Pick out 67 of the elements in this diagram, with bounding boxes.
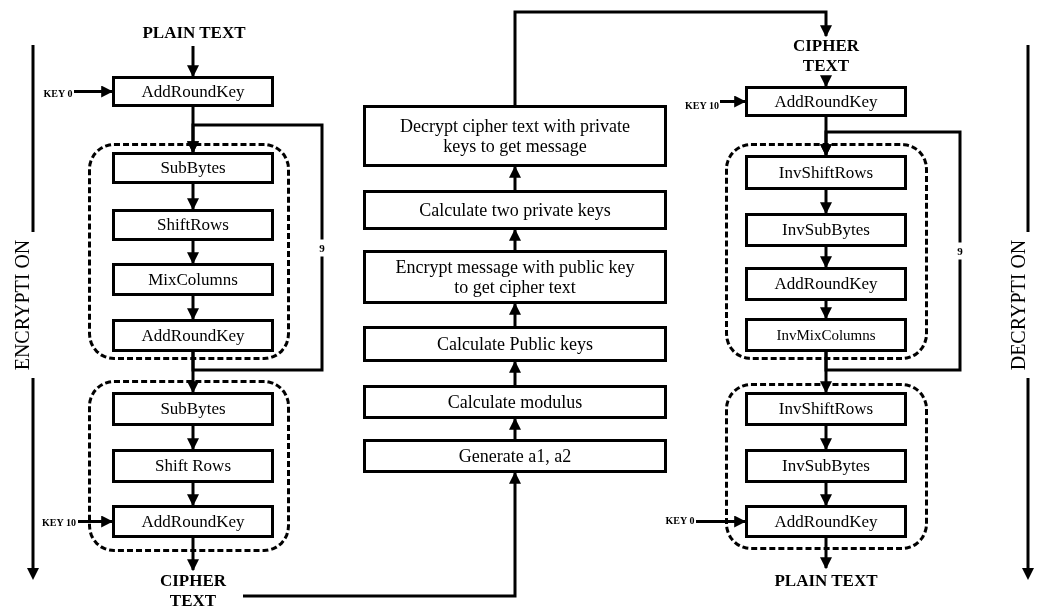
arrow: [820, 538, 832, 570]
arrow: [509, 417, 521, 439]
arrow: [187, 46, 199, 78]
round-group: [725, 143, 928, 360]
process-box: SubBytes: [112, 392, 274, 426]
process-box: Calculate Public keys: [363, 326, 667, 362]
process-box: Calculate modulus: [363, 385, 667, 419]
process-box: Decrypt cipher text with private keys to get message: [363, 105, 667, 167]
arrow: [820, 483, 832, 507]
edge-label: 9: [318, 239, 326, 256]
process-box: Calculate two private keys: [363, 190, 667, 230]
process-box: ShiftRows: [112, 209, 274, 241]
process-box: AddRoundKey: [112, 505, 274, 538]
process-box: InvMixColumns: [745, 318, 907, 352]
process-box: InvSubBytes: [745, 449, 907, 483]
process-box: AddRoundKey: [745, 267, 907, 301]
arrow: [187, 241, 199, 265]
arrow: [74, 85, 114, 98]
process-box: AddRoundKey: [112, 319, 274, 352]
arrow: [509, 228, 521, 250]
process-box: InvShiftRows: [745, 392, 907, 426]
process-box: SubBytes: [112, 152, 274, 184]
arrow: [820, 301, 832, 320]
arrow: [820, 426, 832, 451]
arrow: [187, 352, 199, 394]
arrow: [820, 247, 832, 269]
terminal-label: CIPHER TEXT: [776, 36, 876, 76]
terminal-label: PLAIN TEXT: [745, 568, 907, 594]
key-label: KEY 0: [42, 80, 74, 108]
arrow: [509, 360, 521, 385]
process-box: MixColumns: [112, 263, 274, 296]
arrow: [509, 165, 521, 190]
process-box: AddRoundKey: [745, 505, 907, 538]
arrow: [187, 483, 199, 507]
arrow: [187, 184, 199, 211]
arrow: [78, 515, 114, 528]
process-box: Encrypt message with public key to get cipher text: [363, 250, 667, 304]
terminal-label: CIPHER TEXT: [143, 570, 243, 612]
round-group: [88, 143, 290, 360]
round-group: [88, 380, 290, 552]
round-group: [725, 383, 928, 550]
process-box: InvSubBytes: [745, 213, 907, 247]
process-box: AddRoundKey: [112, 76, 274, 107]
direction-label: DECRYPTI ON: [1007, 238, 1029, 373]
arrow: [509, 302, 521, 326]
arrow: [243, 471, 521, 598]
arrow: [513, 10, 832, 105]
key-label: KEY 10: [40, 508, 78, 538]
arrow: [820, 190, 832, 215]
arrow: [696, 515, 747, 528]
process-box: Shift Rows: [112, 449, 274, 483]
process-box: Generate a1, a2: [363, 439, 667, 473]
arrow: [187, 296, 199, 321]
terminal-label: PLAIN TEXT: [113, 20, 275, 46]
arrow: [820, 130, 962, 372]
process-box: InvShiftRows: [745, 155, 907, 190]
arrow: [720, 95, 747, 108]
direction-label: ENCRYPTI ON: [11, 238, 33, 373]
arrow: [820, 352, 832, 394]
arrow: [187, 538, 199, 572]
arrow: [187, 123, 324, 372]
key-label: KEY 0: [664, 506, 696, 536]
key-label: KEY 10: [684, 92, 720, 120]
process-box: AddRoundKey: [745, 86, 907, 117]
arrow: [820, 75, 832, 88]
arrow: [187, 426, 199, 451]
edge-label: 9: [956, 242, 964, 260]
